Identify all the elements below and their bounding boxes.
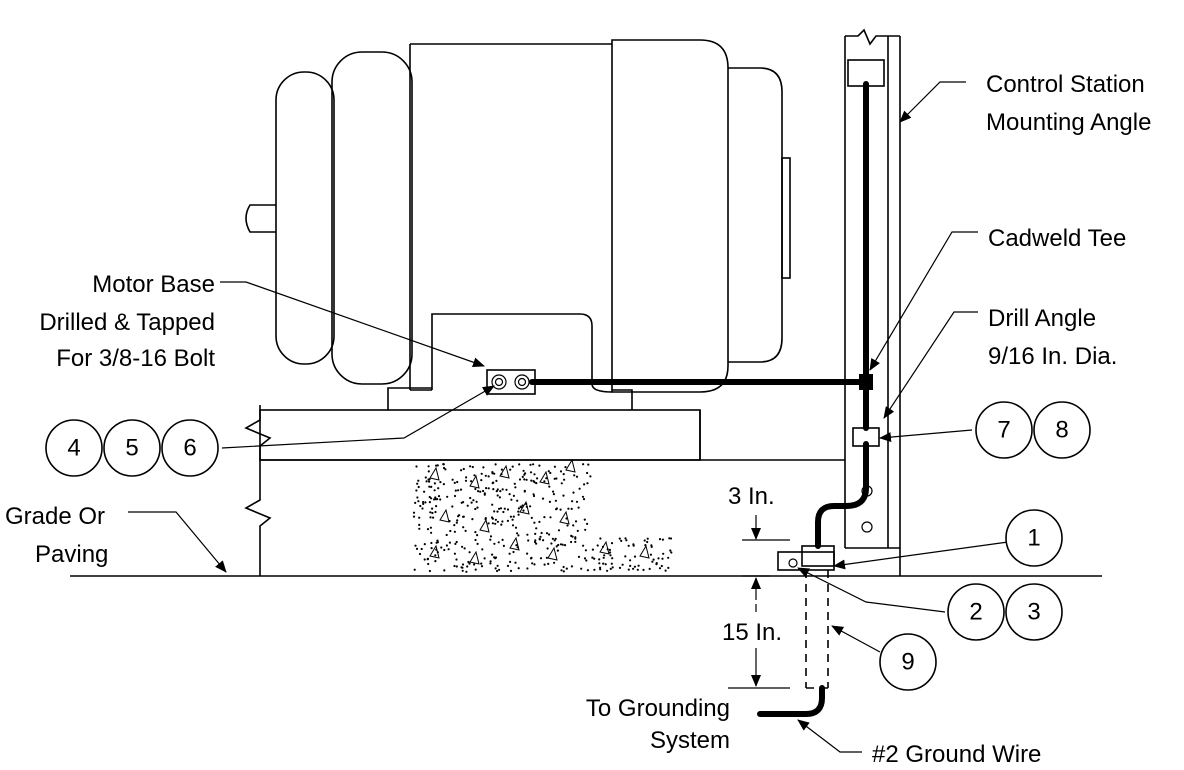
callout-5: 5 <box>103 419 161 477</box>
label-control-station: Control Station <box>986 71 1145 98</box>
label-drill-angle: Drill Angle <box>988 305 1096 332</box>
svg-text:2: 2 <box>969 599 982 626</box>
label-grade: Grade Or <box>5 503 105 530</box>
label-cadweld-tee: Cadweld Tee <box>988 225 1126 252</box>
leaders <box>128 81 1009 753</box>
label-dim-15in: 15 In. <box>722 619 782 646</box>
label-drilled-tapped: Drilled & Tapped <box>39 309 215 336</box>
angle-hole-lower <box>861 521 873 533</box>
callout-4: 4 <box>45 419 103 477</box>
svg-text:7: 7 <box>997 417 1010 444</box>
ground-wire <box>529 81 869 717</box>
label-to-grounding: To Grounding <box>586 695 730 722</box>
callout-7: 7 <box>975 401 1033 459</box>
label-motor-base: Motor Base <box>92 271 215 298</box>
cadweld-tee <box>859 374 873 390</box>
label-mounting-angle: Mounting Angle <box>986 109 1151 136</box>
top-clamp <box>847 59 885 87</box>
callout-9: 9 <box>879 633 937 691</box>
svg-text:9: 9 <box>901 649 914 676</box>
dimensions <box>728 515 790 689</box>
label-system: System <box>650 727 730 754</box>
label-ground-wire: #2 Ground Wire <box>872 741 1041 768</box>
callout-2: 2 <box>947 583 1005 641</box>
foundation <box>70 405 1102 577</box>
svg-text:8: 8 <box>1055 417 1068 444</box>
mounting-angle <box>844 28 901 576</box>
motor <box>245 39 791 410</box>
svg-text:3: 3 <box>1027 599 1040 626</box>
label-bolt-size: For 3/8-16 Bolt <box>56 345 215 372</box>
callout-6: 6 <box>161 419 219 477</box>
callout-8: 8 <box>1033 401 1091 459</box>
label-paving: Paving <box>35 541 108 568</box>
svg-text:1: 1 <box>1027 525 1040 552</box>
callout-1: 1 <box>1005 509 1063 567</box>
svg-text:5: 5 <box>125 435 138 462</box>
label-dim-3in: 3 In. <box>728 483 775 510</box>
callout-3: 3 <box>1005 583 1063 641</box>
drill-angle-clamp <box>852 427 880 447</box>
ground-rod <box>777 545 835 689</box>
label-drill-angle-dia: 9/16 In. Dia. <box>988 343 1117 370</box>
concrete-stipple <box>412 458 673 573</box>
svg-text:6: 6 <box>183 435 196 462</box>
svg-text:4: 4 <box>67 435 80 462</box>
motor-base-lug <box>486 369 536 395</box>
